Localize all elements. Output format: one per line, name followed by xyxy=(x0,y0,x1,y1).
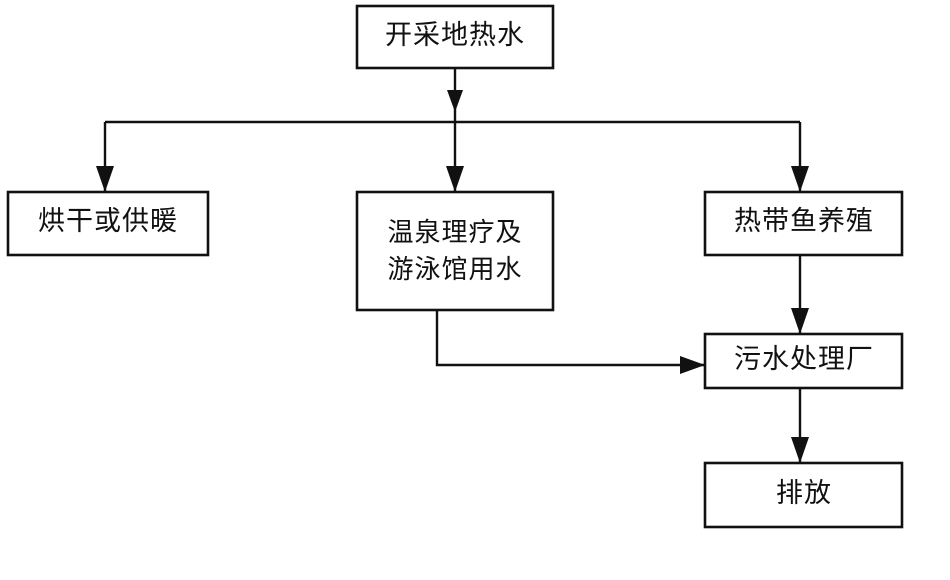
node-fish-farming[interactable]: 热带鱼养殖 xyxy=(703,190,904,257)
node-drying-heating-box[interactable] xyxy=(6,190,210,257)
edge-sewage-plant-to-discharge xyxy=(791,388,809,463)
node-drying-heating[interactable]: 烘干或供暖 xyxy=(6,190,210,257)
arrowhead-icon xyxy=(446,166,464,192)
node-source-label: 开采地热水 xyxy=(385,20,525,50)
node-source[interactable]: 开采地热水 xyxy=(355,4,555,70)
node-fish-farming-label: 热带鱼养殖 xyxy=(734,206,874,236)
edge-source-to-splitter xyxy=(447,68,463,122)
node-discharge-label: 排放 xyxy=(776,478,832,508)
node-spa-pool-box[interactable] xyxy=(355,190,555,312)
node-drying-heating-label: 烘干或供暖 xyxy=(38,206,178,236)
node-sewage-plant-box[interactable] xyxy=(703,332,904,390)
node-spa-pool[interactable]: 温泉理疗及 游泳馆用水 xyxy=(355,190,555,312)
node-source-box[interactable] xyxy=(355,4,555,70)
arrowhead-icon xyxy=(680,356,705,374)
arrowhead-icon xyxy=(791,166,809,192)
arrowhead-icon xyxy=(96,166,114,192)
arrowhead-icon xyxy=(447,90,463,112)
node-fish-farming-box[interactable] xyxy=(703,190,904,257)
node-discharge[interactable]: 排放 xyxy=(703,461,904,529)
arrowhead-icon xyxy=(791,437,809,463)
arrowhead-icon xyxy=(791,308,809,334)
edge-fish-farming-to-sewage-plant xyxy=(791,255,809,334)
edge-splitter-to-spa-pool xyxy=(446,122,464,192)
node-sewage-plant[interactable]: 污水处理厂 xyxy=(703,332,904,390)
node-spa-pool-label-line2: 游泳馆用水 xyxy=(387,255,522,284)
edge-splitter-to-fish-farming xyxy=(791,122,809,192)
edge-spa-pool-to-sewage-plant xyxy=(435,310,705,374)
edge-splitter-to-drying-heating xyxy=(96,122,114,192)
node-discharge-box[interactable] xyxy=(703,461,904,529)
node-sewage-plant-label: 污水处理厂 xyxy=(734,344,874,374)
node-spa-pool-label-line1: 温泉理疗及 xyxy=(387,218,522,247)
